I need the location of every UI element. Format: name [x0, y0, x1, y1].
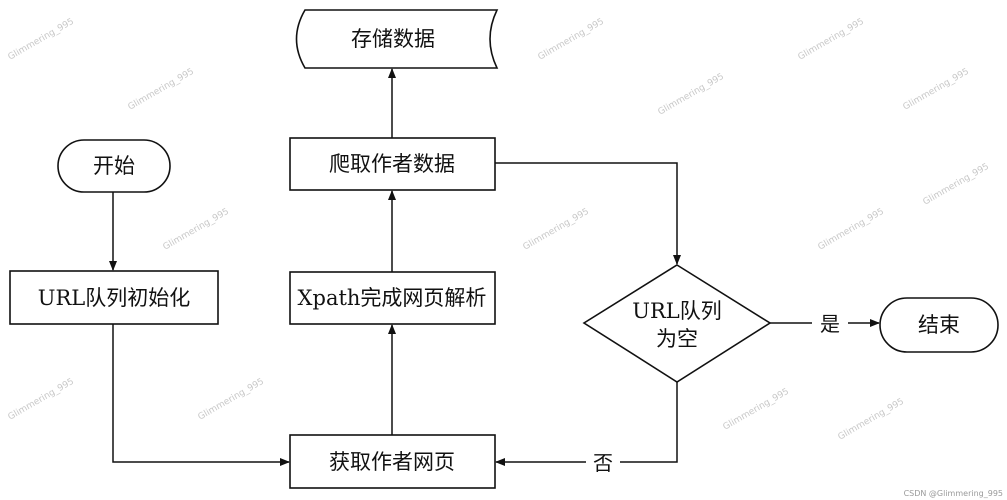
node-crawl-data: 爬取作者数据	[289, 137, 496, 191]
node-start-label: 开始	[93, 154, 135, 178]
watermark-text: Glimmering_995	[522, 207, 591, 253]
edge-decision-to-fetch-a	[620, 382, 678, 463]
edge-label-no: 否	[593, 451, 613, 475]
watermark-text: Glimmering_995	[922, 162, 991, 208]
node-init-queue: URL队列初始化	[9, 270, 219, 325]
decision-label-line1: URL队列	[632, 299, 721, 323]
watermark-text: Glimmering_995	[162, 207, 231, 253]
node-start: 开始	[57, 139, 171, 193]
edge-label-yes: 是	[820, 312, 840, 336]
node-xpath-parse-label: Xpath完成网页解析	[298, 286, 487, 310]
node-fetch-page-label: 获取作者网页	[329, 450, 455, 474]
watermark-text: Glimmering_995	[537, 17, 606, 63]
node-store-data: 存储数据	[295, 9, 499, 69]
edge-crawl-to-decision	[495, 162, 681, 265]
node-crawl-data-label: 爬取作者数据	[329, 152, 455, 176]
watermark-text: Glimmering_995	[817, 207, 886, 253]
watermark-text: Glimmering_995	[722, 387, 791, 433]
node-init-queue-label: URL队列初始化	[38, 286, 190, 310]
watermark-text: Glimmering_995	[7, 17, 76, 63]
watermark-text: Glimmering_995	[837, 397, 906, 443]
watermark-text: Glimmering_995	[7, 377, 76, 423]
node-queue-empty-decision: URL队列 为空	[582, 264, 772, 383]
node-fetch-page: 获取作者网页	[289, 434, 496, 489]
watermark-credit: CSDN @Glimmering_995	[904, 489, 1003, 498]
watermark-text: Glimmering_995	[902, 67, 971, 113]
edge-init-to-fetch	[112, 324, 290, 466]
watermark-text: Glimmering_995	[127, 67, 196, 113]
decision-label-line2: 为空	[656, 327, 698, 351]
node-store-data-label: 存储数据	[351, 27, 435, 51]
watermark-text: Glimmering_995	[797, 17, 866, 63]
watermark-layer: Glimmering_995Glimmering_995Glimmering_9…	[7, 17, 991, 443]
node-end: 结束	[879, 297, 999, 353]
node-xpath-parse: Xpath完成网页解析	[289, 271, 496, 325]
watermark-text: Glimmering_995	[197, 377, 266, 423]
node-end-label: 结束	[918, 313, 960, 337]
watermark-text: Glimmering_995	[657, 72, 726, 118]
